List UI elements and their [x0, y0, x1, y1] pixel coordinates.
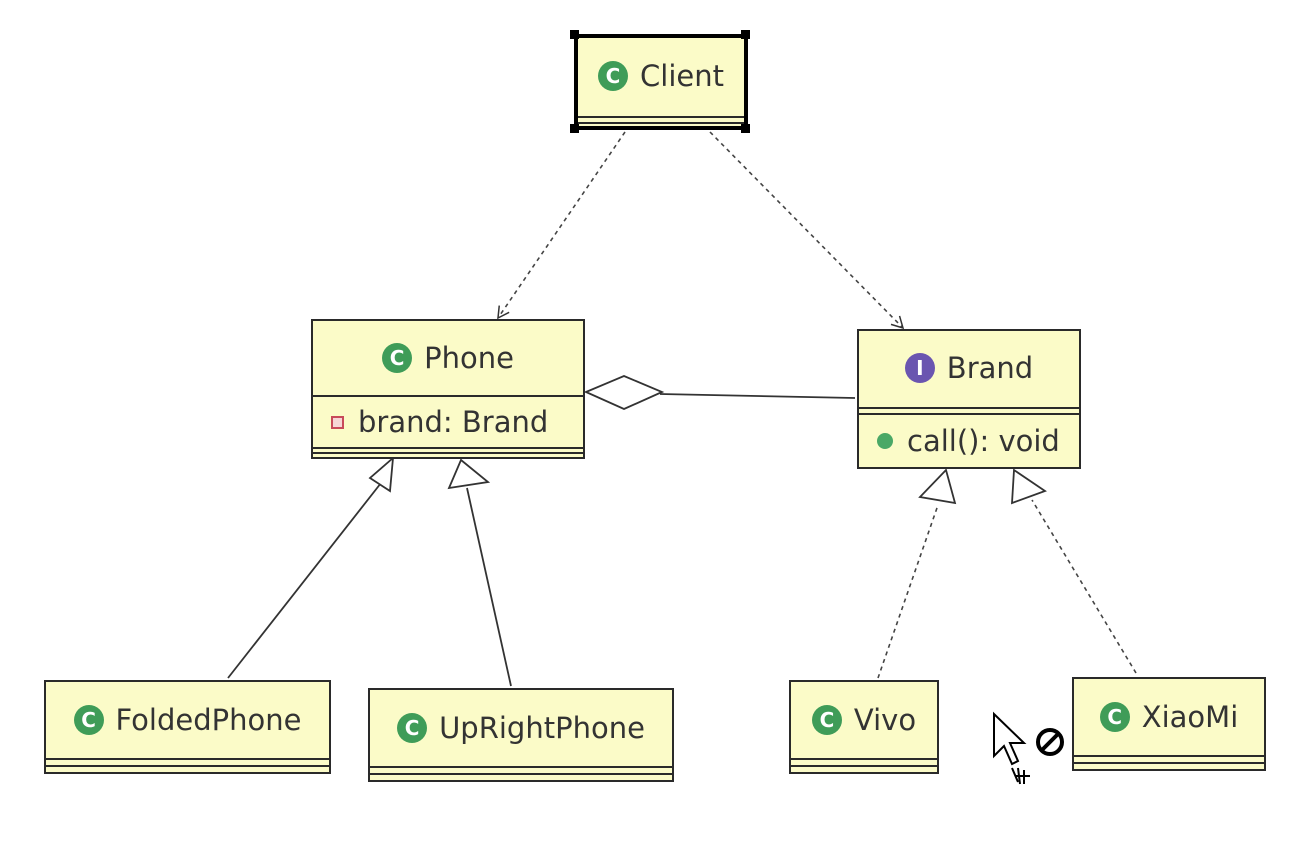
compartment-divider [46, 765, 329, 767]
class-box-client[interactable]: C Client [574, 34, 748, 130]
class-name: Brand [946, 351, 1034, 385]
compartment-divider [859, 413, 1079, 415]
compartment-divider [578, 122, 744, 124]
generalization-uprightphone-phone[interactable] [466, 487, 512, 687]
generalization-foldedphone-phone[interactable] [227, 482, 382, 679]
realization-xiaomi-brand[interactable] [1031, 499, 1137, 674]
field-row[interactable]: brand: Brand [313, 399, 583, 445]
interface-box-brand[interactable]: I Brand call(): void [857, 329, 1081, 469]
class-icon: C [598, 61, 629, 91]
private-field-icon [331, 415, 344, 429]
interface-icon: I [904, 353, 935, 383]
class-name: FoldedPhone [115, 703, 302, 737]
method-text: call(): void [907, 424, 1060, 458]
realization-arrowhead-xiaomi [1011, 468, 1047, 505]
class-icon: C [382, 343, 413, 373]
class-header: C Phone [313, 321, 583, 395]
field-text: brand: Brand [358, 405, 549, 439]
compartment-divider [791, 765, 937, 767]
no-drop-cursor-icon [993, 711, 1064, 785]
class-icon: C [811, 705, 842, 735]
class-icon: C [73, 705, 104, 735]
compartment-divider [859, 407, 1079, 409]
class-box-uprightphone[interactable]: C UpRightPhone [368, 688, 674, 782]
class-box-vivo[interactable]: C Vivo [789, 680, 939, 774]
selection-handle[interactable] [570, 124, 579, 133]
class-icon: C [1099, 702, 1130, 732]
selection-handle[interactable] [570, 30, 579, 39]
selection-handle[interactable] [741, 30, 750, 39]
compartment-divider [1074, 762, 1264, 764]
aggregation-diamond [583, 375, 665, 410]
class-box-phone[interactable]: C Phone brand: Brand [311, 319, 585, 459]
class-header: I Brand [859, 331, 1079, 405]
class-header: C Client [578, 38, 744, 114]
class-header: C XiaoMi [1074, 679, 1264, 755]
compartment-divider [578, 116, 744, 118]
class-header: C FoldedPhone [46, 682, 329, 758]
class-name: XiaoMi [1141, 700, 1239, 734]
class-icon: C [397, 713, 428, 743]
dependency-client-brand[interactable] [709, 131, 905, 330]
aggregation-line-phone-brand[interactable] [659, 393, 856, 399]
generalization-arrowhead-foldedphone [368, 455, 395, 493]
compartment-divider [370, 773, 672, 775]
dependency-client-phone[interactable] [497, 131, 626, 320]
class-box-foldedphone[interactable]: C FoldedPhone [44, 680, 331, 774]
realization-arrowhead-vivo [918, 468, 957, 505]
compartment-divider [791, 758, 937, 760]
compartment-divider [46, 758, 329, 760]
class-name: UpRightPhone [439, 711, 645, 745]
method-row[interactable]: call(): void [859, 417, 1079, 465]
class-name: Phone [424, 341, 514, 375]
public-method-icon [877, 433, 893, 449]
class-box-xiaomi[interactable]: C XiaoMi [1072, 677, 1266, 771]
class-header: C UpRightPhone [370, 690, 672, 766]
class-header: C Vivo [791, 682, 937, 758]
compartment-divider [1074, 755, 1264, 757]
class-name: Vivo [853, 703, 917, 737]
compartment-divider [313, 447, 583, 449]
realization-vivo-brand[interactable] [877, 504, 939, 679]
compartment-divider [313, 452, 583, 454]
selection-handle[interactable] [741, 124, 750, 133]
compartment-divider [313, 395, 583, 397]
generalization-arrowhead-uprightphone [447, 458, 491, 490]
class-name: Client [640, 59, 724, 93]
compartment-divider [370, 766, 672, 768]
